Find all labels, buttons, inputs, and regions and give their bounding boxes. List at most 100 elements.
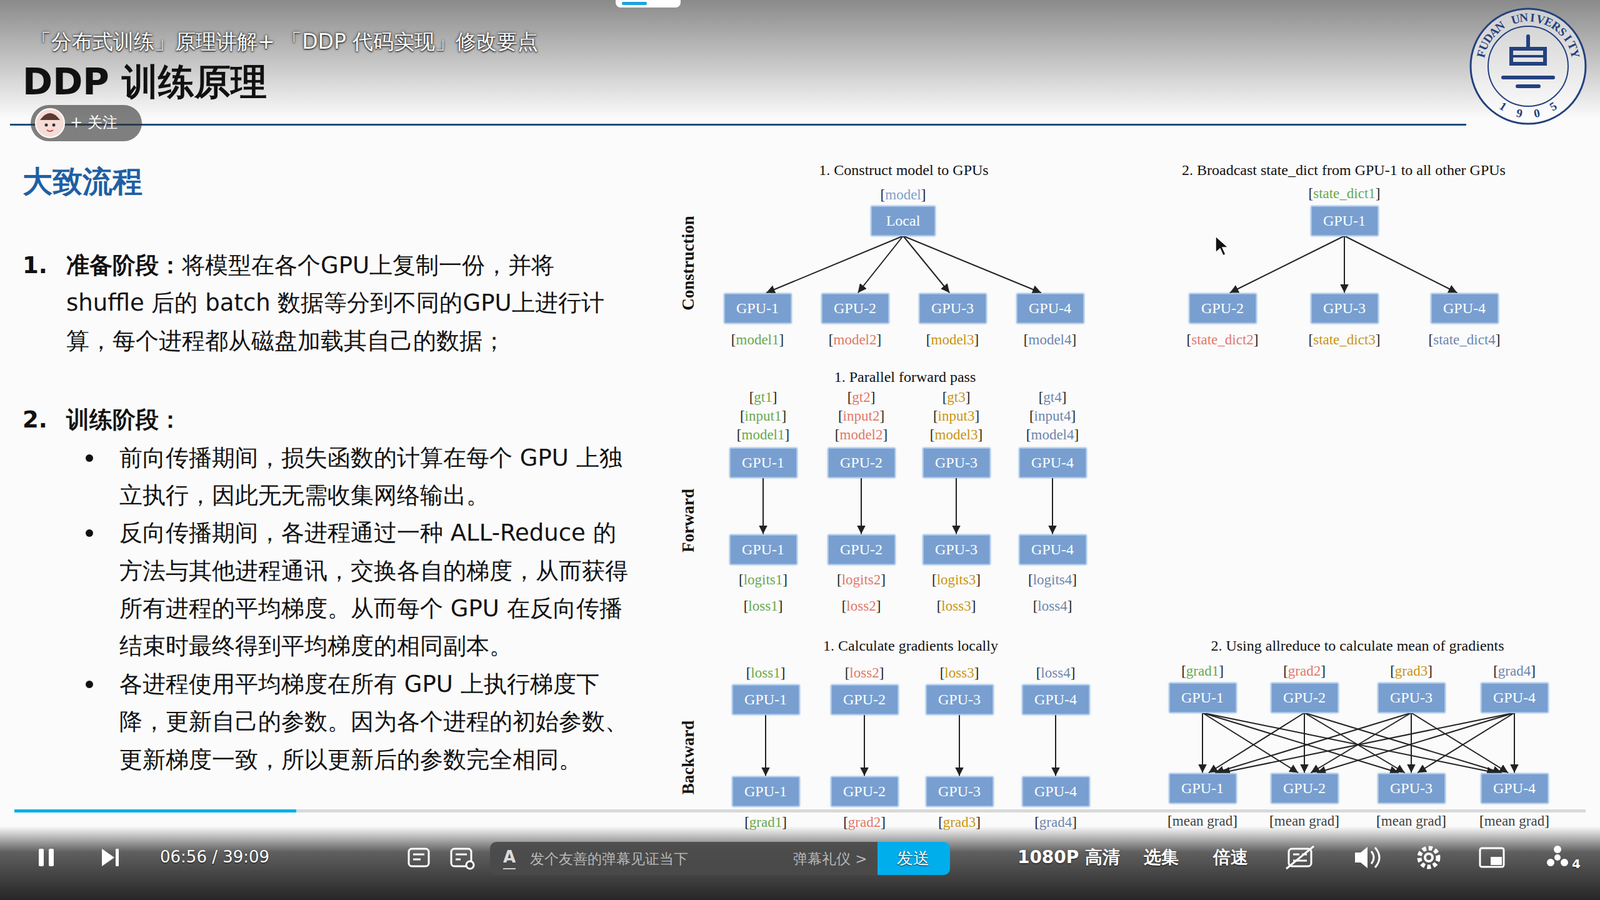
time-display: 06:56 / 39:09 bbox=[160, 848, 270, 867]
bullet-body: 前向传播期间，损失函数的计算在每个 GPU 上独立执行，因此无无需收集网络输出。 bbox=[119, 439, 639, 515]
box-label: GPU-1 bbox=[1181, 689, 1224, 706]
label-part: loss2 bbox=[849, 665, 879, 681]
label-part: ] bbox=[779, 331, 785, 348]
process-box: GPU-4 bbox=[1021, 684, 1090, 715]
label-part: ] bbox=[1253, 331, 1259, 348]
arrow-connector bbox=[1202, 713, 1299, 774]
label-part: [ bbox=[938, 814, 944, 830]
tensor-label: [model3] bbox=[930, 426, 983, 444]
tensor-label: [loss3] bbox=[936, 598, 977, 615]
arrow-connector bbox=[1202, 713, 1496, 774]
arrow-connector bbox=[903, 236, 950, 294]
process-box: GPU-2 bbox=[1188, 293, 1257, 324]
arrow-connector bbox=[1208, 713, 1305, 774]
label-part: [ bbox=[926, 331, 932, 348]
label-part: ] bbox=[1071, 571, 1077, 588]
process-box: GPU-1 bbox=[1310, 205, 1379, 237]
label-part: model2 bbox=[840, 426, 884, 443]
label-part: state_dict1 bbox=[1313, 185, 1376, 202]
connector-group bbox=[763, 236, 1515, 777]
process-box: GPU-2 bbox=[830, 684, 899, 715]
label-part: [ bbox=[743, 598, 749, 614]
label-part: ] bbox=[785, 426, 790, 443]
box-label: GPU-1 bbox=[1181, 780, 1224, 797]
process-box: GPU-1 bbox=[729, 534, 798, 565]
tensor-label: [model2] bbox=[835, 426, 888, 444]
box-label: GPU-3 bbox=[935, 541, 978, 558]
label-part: ] bbox=[782, 571, 788, 588]
mouse-cursor bbox=[1215, 236, 1229, 256]
step-title: 1. Construct model to GPUs bbox=[818, 161, 989, 180]
box-label: GPU-4 bbox=[1034, 691, 1077, 708]
arrow-connector bbox=[1417, 713, 1515, 774]
badge-number: 4 bbox=[1571, 856, 1581, 872]
label-part: [ bbox=[838, 408, 844, 424]
label-part: [ bbox=[744, 814, 750, 830]
bottom-shade bbox=[0, 826, 1600, 900]
label-part: [ bbox=[1269, 813, 1275, 829]
label-part: ] bbox=[1218, 663, 1224, 679]
label-part: state_dict3 bbox=[1313, 331, 1376, 348]
label-part: ] bbox=[883, 426, 889, 443]
label-part: grad4 bbox=[1498, 663, 1531, 679]
arrow-connector bbox=[958, 715, 960, 777]
progress-track bbox=[14, 809, 1586, 813]
label-part: model4 bbox=[1031, 426, 1075, 443]
arrow-connector bbox=[860, 478, 862, 535]
step-title: 1. Parallel forward pass bbox=[834, 368, 977, 387]
label-part: ] bbox=[1232, 813, 1238, 829]
send-button bbox=[877, 841, 950, 875]
arrow-connector bbox=[1411, 713, 1509, 774]
label-part: input1 bbox=[745, 408, 782, 424]
process-box: Local bbox=[870, 205, 936, 237]
tensor-label: [grad3] bbox=[938, 814, 981, 831]
box-label: GPU-2 bbox=[843, 783, 886, 800]
label-part: input2 bbox=[843, 408, 880, 424]
list-heading: 准备阶段： bbox=[66, 251, 182, 279]
label-part: [ bbox=[1028, 571, 1034, 588]
label-part: [ bbox=[1029, 408, 1035, 424]
process-box: GPU-4 bbox=[1430, 293, 1499, 324]
box-label: GPU-3 bbox=[1323, 300, 1366, 317]
process-box: GPU-3 bbox=[922, 447, 991, 479]
box-label: GPU-4 bbox=[1493, 780, 1536, 797]
tensor-label: [gt4] bbox=[1038, 389, 1067, 406]
label-part: gt2 bbox=[851, 389, 870, 405]
label-part: ] bbox=[1071, 814, 1077, 830]
label-part: [ bbox=[1390, 663, 1395, 679]
subtitle-icon bbox=[1286, 846, 1314, 869]
box-label: GPU-1 bbox=[744, 783, 787, 800]
tensor-label: [input3] bbox=[933, 408, 980, 425]
input-placeholder: 发个友善的弹幕见证当下 bbox=[530, 850, 689, 867]
logo-letter: I bbox=[1529, 11, 1535, 24]
label-part: [ bbox=[1036, 665, 1042, 681]
arrow-connector bbox=[858, 236, 904, 294]
volume-icon bbox=[1355, 846, 1380, 869]
box-label: GPU-1 bbox=[1323, 212, 1366, 229]
arrow-connector bbox=[1230, 236, 1345, 294]
label-part: ] bbox=[974, 665, 980, 681]
episode-button: 选集 bbox=[1143, 847, 1179, 868]
font-icon-underline bbox=[503, 868, 516, 870]
send-label: 发送 bbox=[896, 849, 930, 869]
label-part: ] bbox=[876, 331, 882, 348]
label-part: [ bbox=[931, 571, 937, 588]
box-label: GPU-2 bbox=[843, 691, 886, 708]
arrow-connector bbox=[765, 715, 767, 777]
step-title: 2. Broadcast state_dict from GPU-1 to al… bbox=[1181, 161, 1506, 180]
next-icon bbox=[101, 848, 119, 867]
label-part: [ bbox=[731, 331, 737, 348]
video-title: 「分布式训练」原理讲解+ 「DDP 代码实现」修改要点 bbox=[30, 30, 539, 54]
process-box: GPU-2 bbox=[1270, 773, 1339, 804]
label-part: ] bbox=[772, 389, 778, 405]
label-part: loss4 bbox=[1037, 598, 1067, 614]
process-box: GPU-4 bbox=[1480, 773, 1549, 804]
label-part: ] bbox=[1334, 813, 1340, 829]
label-part: [ bbox=[738, 571, 744, 588]
label-part: [ bbox=[880, 186, 886, 203]
label-part: ] bbox=[880, 571, 886, 588]
list-body: 准备阶段：将模型在各个GPU上复制一份，并将 shuffle 后的 batch … bbox=[66, 246, 639, 360]
